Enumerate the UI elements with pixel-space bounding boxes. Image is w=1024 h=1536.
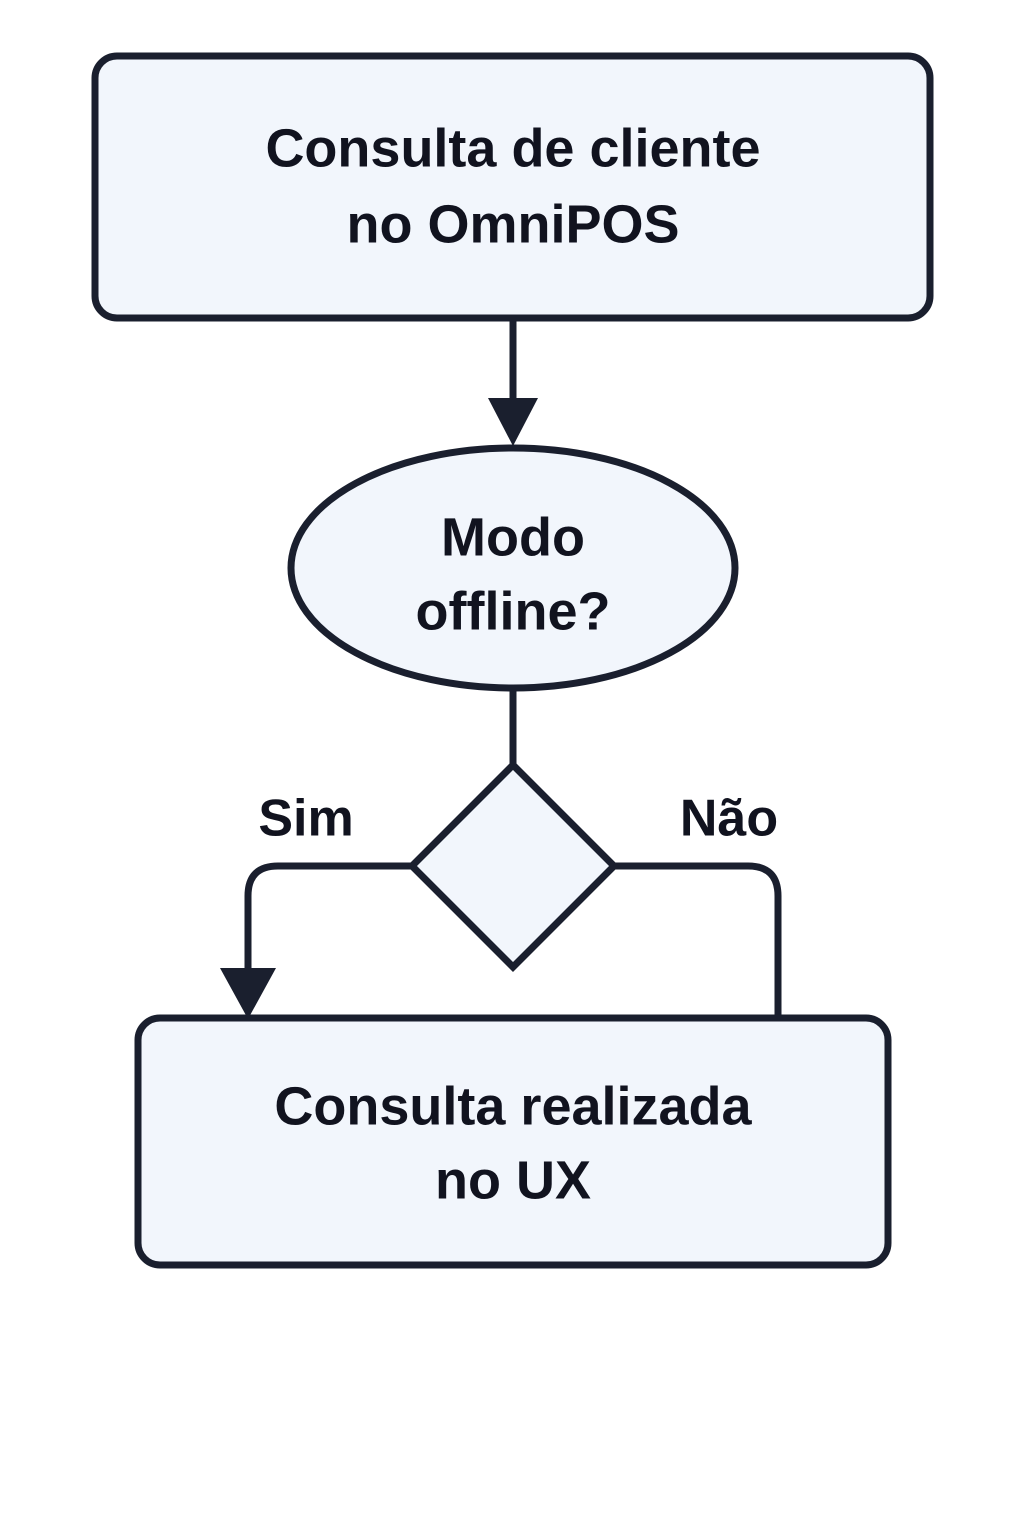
- node-end[interactable]: Consulta realizada no UX: [134, 1014, 892, 1269]
- node-start-label-line-2: no OmniPOS: [346, 194, 679, 254]
- edge-start-to-ellipse: [488, 318, 538, 446]
- node-decision-ellipse-label-line-2: offline?: [416, 581, 611, 641]
- node-end-label-line-2: no UX: [435, 1150, 591, 1210]
- node-start[interactable]: Consulta de cliente no OmniPOS: [91, 52, 934, 322]
- node-end-label-line-1: Consulta realizada: [274, 1076, 752, 1136]
- node-decision-diamond[interactable]: [407, 760, 619, 972]
- node-start-label-line-1: Consulta de cliente: [265, 118, 760, 178]
- edge-diamond-yes-to-end-arrowhead: [220, 968, 276, 1019]
- node-decision-diamond-shape[interactable]: [407, 760, 619, 972]
- node-decision-ellipse-shape[interactable]: [287, 444, 739, 692]
- node-start-shape[interactable]: [91, 52, 934, 322]
- edge-label-sim: Sim: [258, 790, 353, 848]
- edge-diamond-no-to-end: [614, 862, 782, 1020]
- node-decision-ellipse-label-line-1: Modo: [441, 507, 585, 567]
- edge-label-nao: Não: [680, 790, 778, 848]
- edge-start-to-ellipse-arrowhead: [488, 398, 538, 446]
- node-end-shape[interactable]: [134, 1014, 892, 1269]
- edge-diamond-yes-to-end: [220, 862, 412, 1019]
- node-decision-ellipse[interactable]: Modo offline?: [287, 444, 739, 692]
- edge-diamond-yes-to-end-line: [244, 862, 412, 985]
- edge-diamond-no-to-end-line: [614, 862, 782, 1020]
